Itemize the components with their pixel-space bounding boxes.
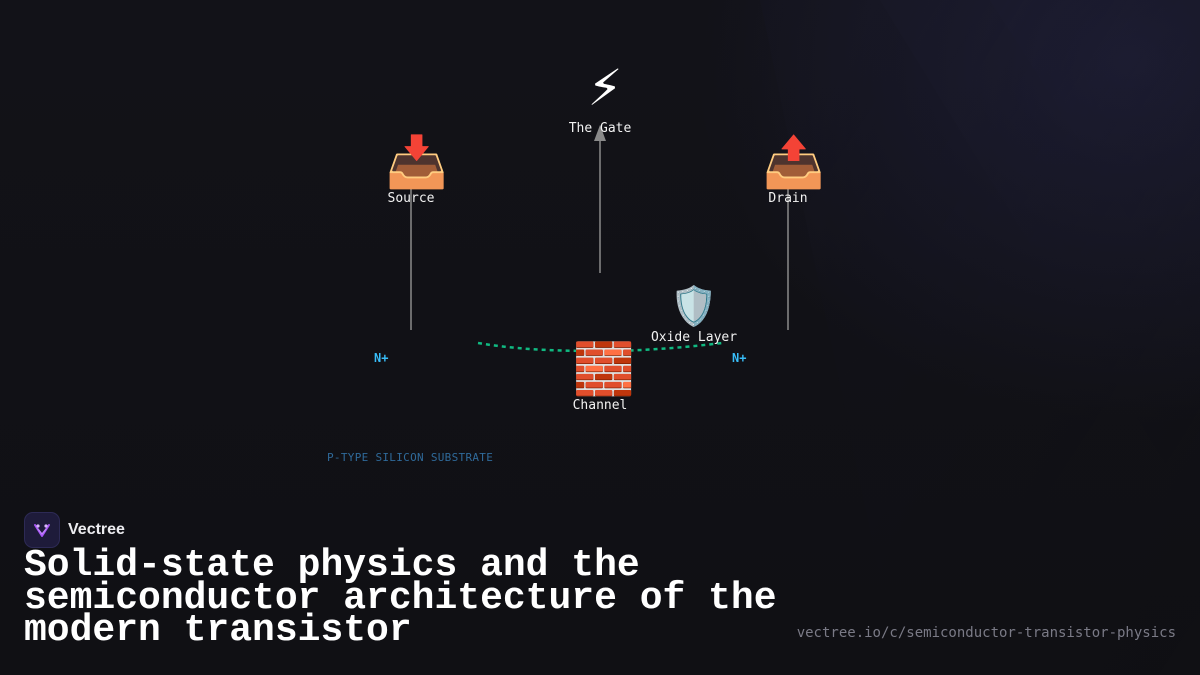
brand: Vectree — [24, 512, 125, 548]
inbox-tray-icon: 📥 — [385, 133, 449, 191]
source-label: Source — [387, 191, 435, 206]
oxide-label: Oxide Layer — [650, 330, 738, 345]
source-url: vectree.io/c/semiconductor-transistor-ph… — [796, 625, 1176, 641]
channel-label: Channel — [572, 398, 628, 413]
vectree-logo-icon — [24, 512, 60, 548]
gate-label-wrap: The Gate — [569, 119, 632, 136]
channel-path — [477, 341, 723, 353]
gate-arrowhead — [594, 125, 606, 141]
n-plus-right-label: N+ — [732, 351, 747, 365]
n-plus-left-label: N+ — [374, 351, 389, 365]
drain-label: Drain — [768, 191, 808, 206]
gate-label: The Gate — [568, 121, 632, 136]
brand-name: Vectree — [68, 521, 125, 538]
drain-node: 📤 Drain — [763, 135, 825, 206]
lightning-icon: ⚡ — [587, 59, 623, 117]
brick-wall-icon: 🧱 — [572, 340, 636, 398]
source-node: 📥 Source — [386, 135, 448, 206]
substrate-label: P-TYPE SILICON SUBSTRATE — [327, 451, 494, 464]
oxide-node: 🛡️ Oxide Layer — [651, 284, 737, 345]
outbox-tray-icon: 📤 — [762, 133, 826, 191]
channel-node: 🧱 Channel — [572, 340, 636, 413]
shield-icon: 🛡️ — [670, 284, 718, 328]
gate-node: ⚡ — [587, 61, 622, 115]
page-title: Solid-state physics and the semiconducto… — [24, 544, 777, 652]
